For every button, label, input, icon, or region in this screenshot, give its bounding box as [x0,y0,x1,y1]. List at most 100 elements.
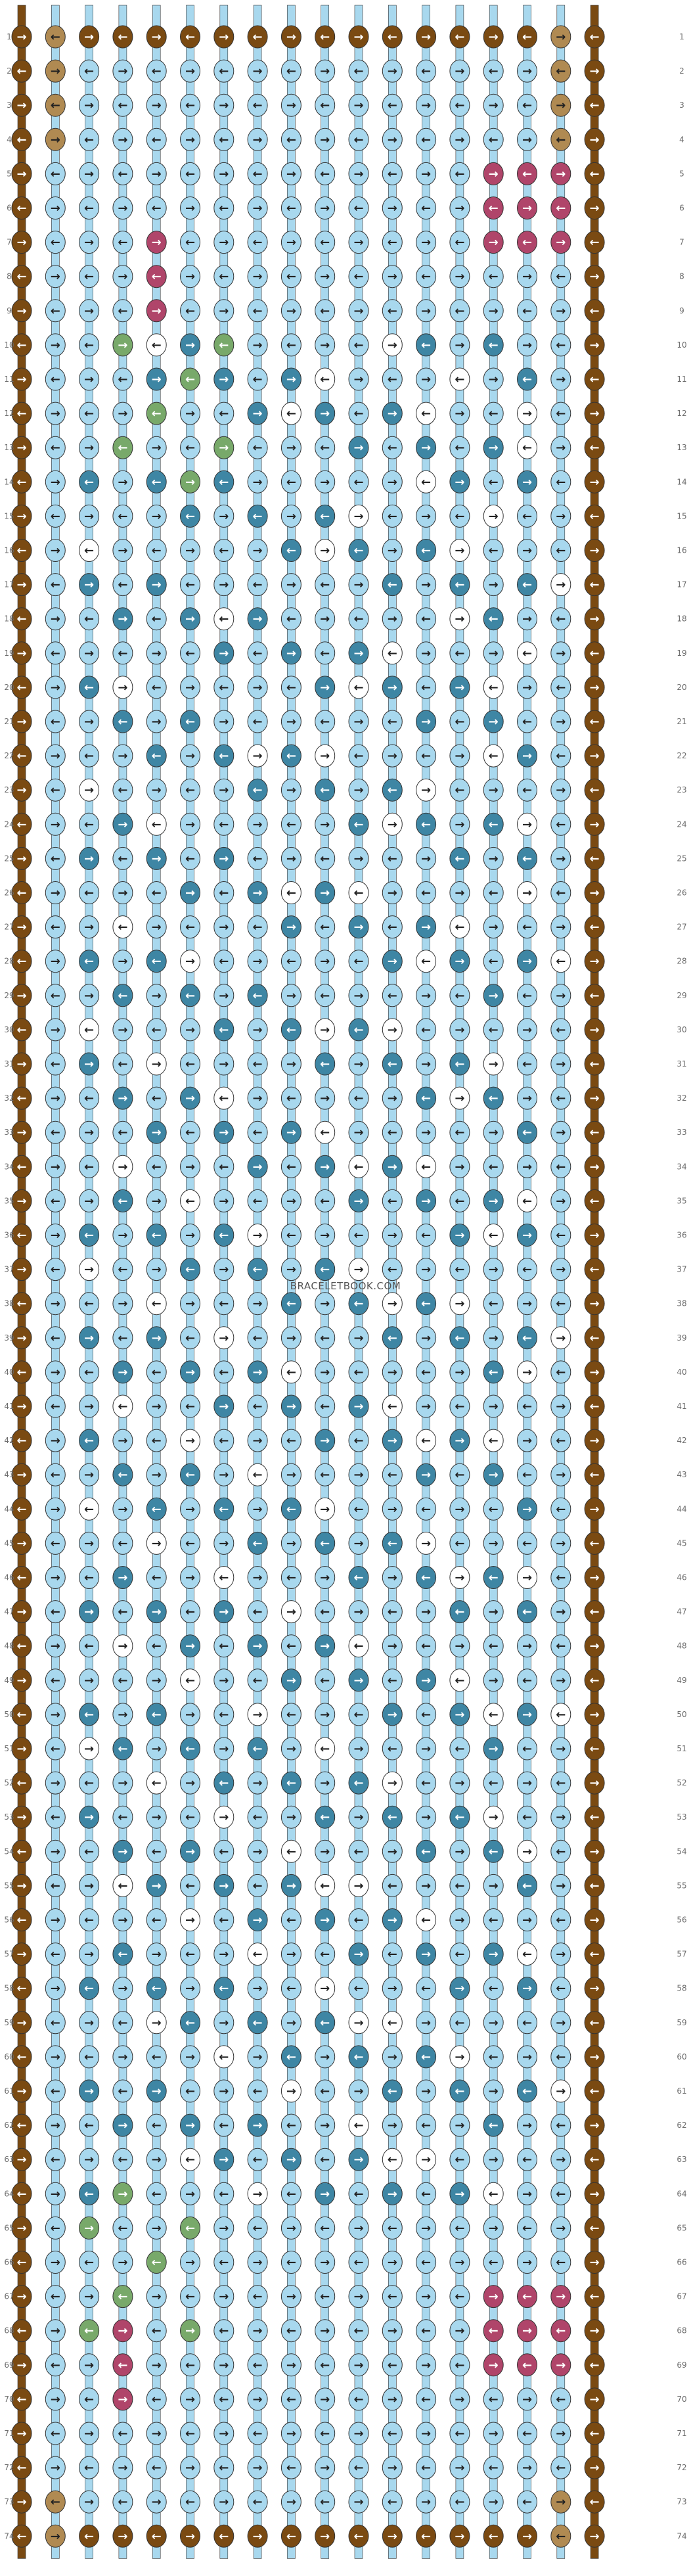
knot-direction-icon: → [16,1810,26,1824]
knot-direction-icon: ← [590,783,600,797]
knot-direction-icon: → [118,955,127,969]
knot [79,162,100,185]
knot-direction-icon: ← [51,921,60,934]
knot-direction-icon: → [556,1810,566,1824]
knot [11,196,32,219]
knot-direction-icon: → [556,2358,566,2372]
knot-direction-icon: → [51,1297,60,1311]
knot-direction-icon: → [353,1605,363,1619]
knot-direction-icon: ← [556,2256,566,2270]
knot-direction-icon: ← [185,1674,195,1688]
knot-direction-icon: → [556,647,566,660]
row-number-left: 17 [4,580,14,589]
knot-direction-icon: → [320,2324,330,2338]
knot-direction-icon: ← [16,2050,26,2064]
knot-direction-icon: ← [84,544,94,558]
knot [213,333,234,357]
knot-direction-icon: → [590,544,600,558]
knot-direction-icon: ← [219,817,229,831]
knot-direction-icon: ← [219,749,229,763]
knot-direction-icon: → [421,647,431,660]
knot-direction-icon: ← [84,1571,94,1585]
knot-direction-icon: ← [489,2529,499,2543]
knot-direction-icon: → [16,578,26,592]
knot-direction-icon: → [489,2221,499,2235]
knot-direction-icon: → [286,1948,296,1962]
knot [382,127,403,151]
knot-direction-icon: ← [253,1331,263,1345]
knot-direction-icon: ← [152,1160,162,1174]
knot-direction-icon: ← [522,715,532,729]
knot-direction-icon: ← [590,852,600,865]
knot-direction-icon: ← [185,1948,195,1962]
knot-direction-icon: ← [522,2153,532,2167]
knot-direction-icon: ← [320,1057,330,1071]
row-number-left: 55 [4,1881,14,1890]
knot-direction-icon: → [84,373,94,386]
knot-direction-icon: → [421,578,431,592]
knot-direction-icon: → [152,1742,162,1756]
knot-direction-icon: → [118,749,127,763]
knot [315,162,336,185]
knot-direction-icon: → [185,681,195,695]
knot-direction-icon: ← [286,1366,296,1379]
knot [584,231,605,254]
knot-direction-icon: → [455,955,464,969]
knot-direction-icon: → [118,2119,127,2132]
knot-direction-icon: ← [152,1571,162,1585]
knot-direction-icon: ← [51,509,60,523]
knot-direction-icon: ← [353,2529,363,2543]
knot-direction-icon: → [51,64,60,78]
knot-direction-icon: ← [353,2324,363,2338]
knot-direction-icon: → [286,236,296,250]
knot-direction-icon: ← [286,2050,296,2064]
knot [11,265,32,288]
knot-direction-icon: ← [253,1948,263,1962]
knot-direction-icon: → [286,1468,296,1482]
knot-direction-icon: → [522,1571,532,1585]
knot [315,333,336,357]
knot-direction-icon: ← [388,1468,397,1482]
knot-direction-icon: ← [388,1742,397,1756]
knot-direction-icon: → [185,612,195,626]
knot-direction-icon: → [353,852,363,865]
row-number-left: 74 [4,2531,14,2541]
knot-direction-icon: ← [489,886,499,900]
knot-direction-icon: → [590,1229,600,1243]
knot-direction-icon: → [253,2187,263,2201]
knot-direction-icon: ← [185,1536,195,1550]
row-number-right: 26 [677,888,686,898]
knot-direction-icon: ← [489,2187,499,2201]
knot-direction-icon: ← [489,817,499,831]
row-number-left: 36 [4,1231,14,1240]
knot-direction-icon: ← [118,30,127,44]
knot-direction-icon: ← [286,1297,296,1311]
knot-direction-icon: ← [51,441,60,455]
knot-direction-icon: → [253,1571,263,1585]
knot-direction-icon: ← [84,1914,94,1927]
knot-direction-icon: → [219,647,229,660]
knot-direction-icon: ← [185,783,195,797]
knot-direction-icon: ← [118,2221,127,2235]
knot-direction-icon: ← [353,64,363,78]
row-number-right: 58 [677,1984,686,1993]
knot-direction-icon: ← [421,1982,431,1996]
knot [348,59,369,83]
knot [45,333,66,357]
knot-direction-icon: ← [455,1194,464,1208]
knot-direction-icon: → [455,1160,464,1174]
knot-direction-icon: ← [421,1571,431,1585]
knot [416,59,437,83]
knot [280,25,301,49]
knot-direction-icon: → [118,1434,127,1448]
knot-direction-icon: → [51,1229,60,1243]
knot-direction-icon: ← [253,1263,263,1277]
knot-direction-icon: ← [556,475,566,489]
knot-direction-icon: ← [16,1571,26,1585]
knot-direction-icon: → [455,1776,464,1790]
knot-direction-icon: → [421,852,431,865]
knot-direction-icon: → [455,475,464,489]
knot-direction-icon: → [556,1057,566,1071]
row-number-right: 3 [679,101,684,110]
row-number-left: 21 [4,717,14,726]
